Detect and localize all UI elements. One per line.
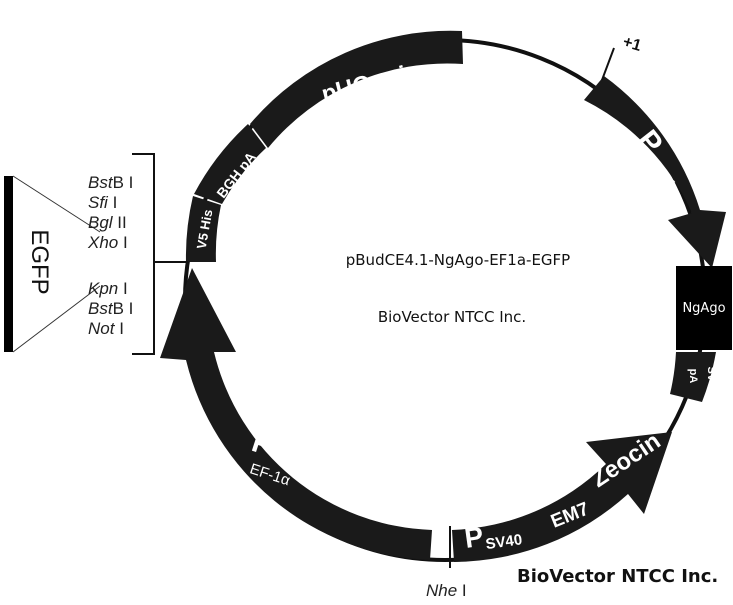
plasmid-name: pBudCE4.1-NgAgo-EF1a-EGFP bbox=[346, 251, 570, 269]
sv40pa-label-line1: SV40 bbox=[705, 367, 717, 394]
egfp-bar bbox=[4, 176, 13, 352]
zeocin-arrow bbox=[452, 432, 672, 562]
puc-ori-feature bbox=[250, 30, 463, 148]
lower-sites: Kpn I BstB I Not I bbox=[88, 279, 133, 338]
company-watermark: BioVector NTCC Inc. bbox=[517, 566, 718, 587]
egfp-label: EGFP bbox=[26, 229, 53, 294]
pef1a-p: P bbox=[248, 425, 277, 463]
psv40-label: P SV40 bbox=[463, 521, 524, 554]
sv40pa-feature bbox=[670, 352, 716, 402]
v5his-label: V5 His bbox=[194, 208, 216, 250]
pef1a-arrow bbox=[160, 268, 432, 560]
sv40pa-label-line2: pA bbox=[687, 369, 699, 384]
psv40-p: P bbox=[463, 521, 486, 554]
psv40-sub: SV40 bbox=[485, 531, 524, 553]
site-sfi: Sfi I bbox=[88, 193, 117, 212]
company-center: BioVector NTCC Inc. bbox=[378, 308, 526, 326]
ngago-feature bbox=[676, 266, 732, 350]
site-bstb-1: BstB I bbox=[88, 173, 133, 192]
site-bgl: Bgl II bbox=[88, 213, 127, 232]
ngago-label: NgAgo bbox=[682, 301, 725, 316]
egfp-guide-top-b bbox=[12, 285, 101, 353]
site-bstb-2: BstB I bbox=[88, 299, 133, 318]
site-nhe: Nhe I bbox=[426, 581, 467, 600]
v5his-feature bbox=[185, 196, 221, 262]
site-kpn: Kpn I bbox=[88, 279, 128, 298]
tss-label: +1 bbox=[621, 34, 643, 55]
site-not: Not I bbox=[88, 319, 124, 338]
upper-sites: BstB I Sfi I Bgl II Xho I bbox=[87, 173, 133, 252]
pcmv-arrow bbox=[584, 76, 726, 268]
tss-tick bbox=[601, 47, 615, 81]
egfp-guide-top-a bbox=[12, 175, 101, 233]
site-xho: Xho I bbox=[87, 233, 128, 252]
mcs-bracket bbox=[132, 153, 155, 355]
bghpa-feature bbox=[194, 124, 266, 204]
